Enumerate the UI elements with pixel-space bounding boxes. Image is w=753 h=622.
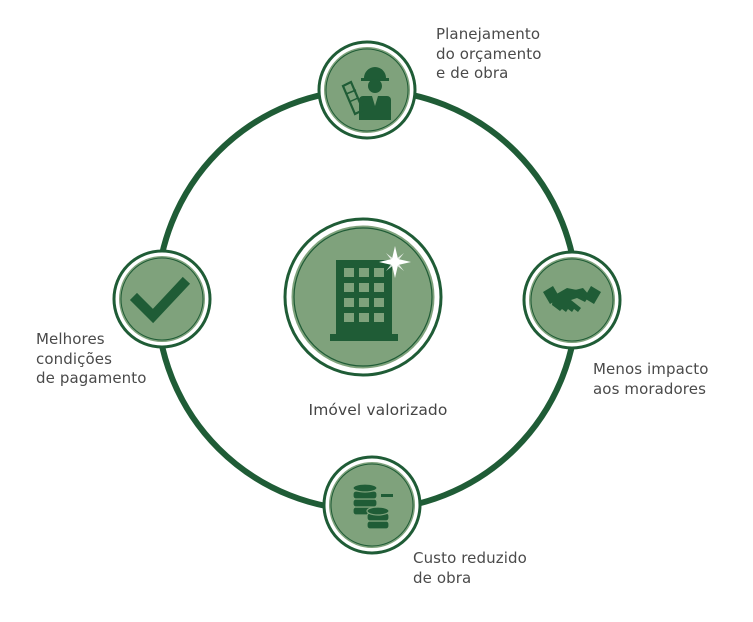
label-melhores-condicoes: Melhores condições de pagamento — [36, 330, 147, 389]
label-menos-impacto: Menos impacto aos moradores — [593, 360, 709, 399]
node-top — [317, 40, 417, 140]
building-icon — [330, 260, 398, 341]
node-right — [522, 250, 622, 350]
center-label: Imóvel valorizado — [308, 401, 448, 419]
label-custo-reduzido: Custo reduzido de obra — [413, 549, 527, 588]
label-line: do orçamento — [436, 44, 542, 63]
label-planejamento: Planejamento do orçamento e de obra — [436, 25, 542, 84]
label-line: condições — [36, 349, 112, 368]
node-left — [112, 249, 212, 349]
label-line: Menos impacto — [593, 360, 709, 378]
label-line: e de obra — [436, 64, 509, 82]
sparkle-icon — [379, 246, 411, 278]
engineer-icon — [341, 67, 391, 120]
node-bottom — [322, 455, 422, 555]
label-line: Custo reduzido — [413, 549, 527, 567]
label-line: aos moradores — [593, 379, 706, 398]
handshake-icon — [543, 286, 601, 312]
center-node — [283, 217, 443, 377]
label-line: Planejamento — [436, 25, 541, 43]
checkmark-icon — [129, 276, 191, 324]
label-line: Melhores — [36, 330, 105, 348]
label-line: de pagamento — [36, 369, 147, 387]
coins-icon — [352, 483, 393, 530]
label-line: de obra — [413, 568, 472, 587]
